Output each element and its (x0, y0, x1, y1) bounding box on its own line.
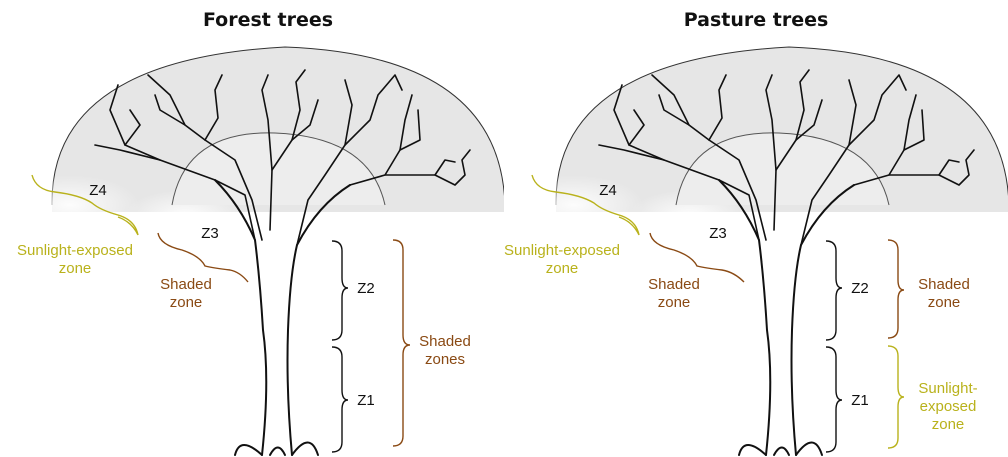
zone-label-z4: Z4 (89, 182, 107, 200)
trunk-shaded-label: Shaded zones (419, 333, 471, 369)
zone-label-z1: Z1 (357, 392, 375, 410)
forest-tree-diagram (0, 0, 504, 457)
z3-shaded-label: Shaded zone (648, 276, 700, 312)
sunlight-exposed-label: Sunlight-exposed zone (17, 242, 133, 278)
zone-label-z2: Z2 (851, 280, 869, 298)
sunlight-exposed-label: Sunlight-exposed zone (504, 242, 620, 278)
zone-label-z1: Z1 (851, 392, 869, 410)
forest-trees-panel: Forest trees Z4 Z3 Z2 Z1 Sunlight-expose… (0, 0, 504, 457)
z1-sunlight-exposed-label: Sunlight- exposed zone (918, 380, 977, 434)
pasture-trees-panel: Pasture trees Z4 Z3 Z2 Z1 Sunlight-expos… (504, 0, 1008, 457)
z2-shaded-label: Shaded zone (918, 276, 970, 312)
zone-label-z3: Z3 (201, 225, 219, 243)
panel-title: Forest trees (203, 9, 333, 31)
zone-label-z2: Z2 (357, 280, 375, 298)
zone-label-z3: Z3 (709, 225, 727, 243)
z3-shaded-label: Shaded zone (160, 276, 212, 312)
zone-label-z4: Z4 (599, 182, 617, 200)
panel-title: Pasture trees (684, 9, 829, 31)
